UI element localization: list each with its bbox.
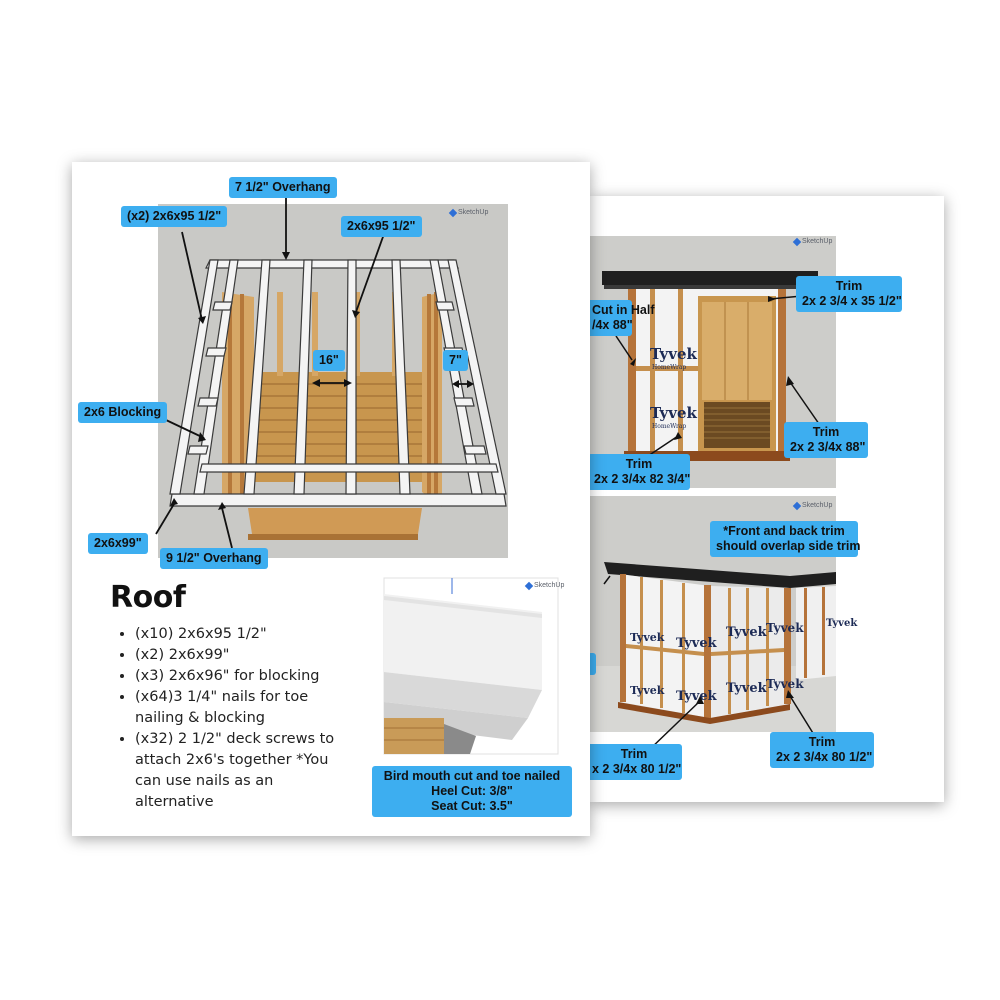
- list-item: (x32) 2 1/2" deck screws to attach 2x6's…: [135, 729, 355, 813]
- callout-overhang-top: 7 1/2" Overhang: [229, 177, 337, 198]
- callout-blocking: 2x6 Blocking: [78, 402, 168, 423]
- svg-text:Tyvek: Tyvek: [766, 621, 804, 635]
- svg-text:Tyvek: Tyvek: [726, 625, 768, 640]
- list-item: (x64)3 1/4" nails for toe nailing & bloc…: [135, 687, 355, 729]
- svg-text:Tyvek: Tyvek: [650, 404, 697, 422]
- materials-list: (x10) 2x6x95 1/2" (x2) 2x6x99" (x3) 2x6x…: [116, 624, 355, 813]
- sketchup-icon: [792, 501, 802, 510]
- svg-text:HomeWrap: HomeWrap: [652, 364, 686, 371]
- svg-text:Tyvek: Tyvek: [826, 618, 858, 629]
- list-item: (x2) 2x6x99": [135, 645, 355, 666]
- svg-text:Tyvek: Tyvek: [630, 684, 665, 697]
- roof-framing-illustration: [155, 197, 559, 755]
- callout-spacing-16: 16": [313, 350, 345, 371]
- callout-rim-99: 2x6x99": [88, 533, 148, 554]
- callout-trim-right: Trim 2x 2 3/4x 88": [784, 422, 868, 458]
- callout-cut-half: Cut in Half /4x 88": [590, 300, 655, 336]
- callout-spacing-7: 7": [443, 350, 468, 371]
- svg-text:Tyvek: Tyvek: [726, 681, 768, 696]
- sketchup-icon: [524, 581, 534, 590]
- svg-text:Tyvek: Tyvek: [650, 345, 697, 363]
- callout-trim-corner: Trim 2x 2 3/4x 80 1/2": [770, 732, 874, 768]
- section-title: Roof: [110, 580, 186, 615]
- svg-text:Tyvek: Tyvek: [676, 689, 718, 704]
- sketchup-icon: [448, 208, 458, 217]
- callout-overlap-note: *Front and back trim should overlap side…: [710, 521, 860, 557]
- back-page-illustrations: Tyvek HomeWrap Tyvek HomeWrap: [590, 236, 858, 752]
- callout-joist: 2x6x95 1/2": [341, 216, 422, 237]
- sketchup-logo: SketchUp: [792, 237, 832, 246]
- sketchup-logo: SketchUp: [448, 208, 488, 217]
- sketchup-icon: [792, 237, 802, 246]
- sketchup-logo: SketchUp: [792, 501, 832, 510]
- callout-trim-bottom: Trim 2x 2 3/4x 82 3/4": [590, 454, 690, 490]
- svg-text:HomeWrap: HomeWrap: [652, 423, 686, 430]
- callout-clipped: [590, 653, 596, 675]
- callout-x2-joist: (x2) 2x6x95 1/2": [121, 206, 228, 227]
- svg-text:Tyvek: Tyvek: [766, 677, 804, 691]
- callout-birdsmouth: Bird mouth cut and toe nailed Heel Cut: …: [372, 766, 572, 817]
- svg-text:Tyvek: Tyvek: [676, 636, 718, 651]
- back-page: Tyvek HomeWrap Tyvek HomeWrap: [590, 196, 944, 802]
- front-page: SketchUp SketchUp 7 1/2" Overhang (x2) 2…: [72, 162, 590, 836]
- list-item: (x3) 2x6x96" for blocking: [135, 666, 355, 687]
- sketchup-logo-inset: SketchUp: [524, 581, 564, 590]
- callout-trim-left: Trim x 2 3/4x 80 1/2": [590, 744, 682, 780]
- callout-trim-top: Trim 2x 2 3/4 x 35 1/2": [796, 276, 902, 312]
- callout-overhang-front: 9 1/2" Overhang: [160, 548, 268, 569]
- svg-text:Tyvek: Tyvek: [630, 631, 665, 644]
- list-item: (x10) 2x6x95 1/2": [135, 624, 355, 645]
